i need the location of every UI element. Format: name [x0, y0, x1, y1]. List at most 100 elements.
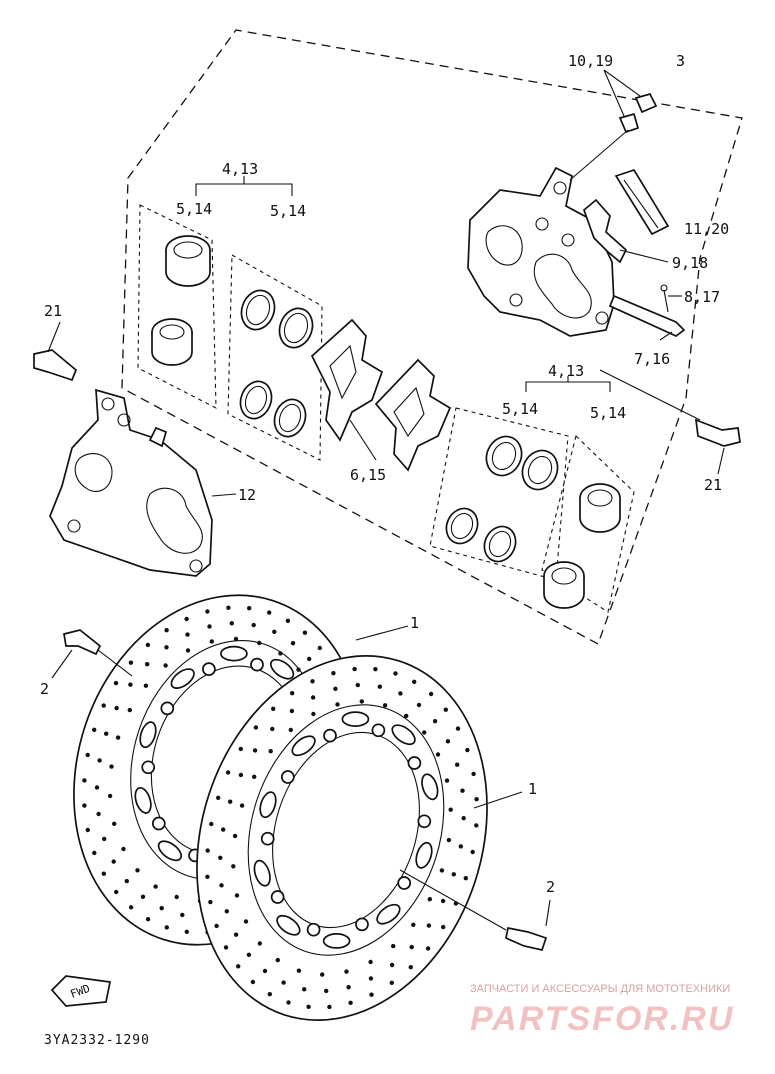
- seal-kit-lower: [429, 376, 635, 613]
- disc-drill-hole: [268, 749, 273, 754]
- disc-drill-hole: [352, 666, 357, 672]
- disc-drill-hole: [425, 946, 431, 951]
- disc-drill-hole: [229, 621, 234, 626]
- label-2-left: 2: [40, 680, 49, 698]
- disc-drill-hole: [127, 707, 132, 713]
- disc-bolt-right: [399, 869, 551, 951]
- disc-drill-hole: [238, 746, 243, 752]
- disc-drill-hole: [327, 1004, 332, 1010]
- disc-drill-hole: [94, 785, 100, 790]
- disc-drill-hole: [278, 651, 283, 656]
- disc-rivet: [141, 760, 156, 775]
- label-11-20: 11,20: [684, 220, 729, 238]
- disc-rivet: [371, 723, 386, 738]
- disc-drill-hole: [412, 679, 417, 684]
- disc-rivet: [306, 922, 321, 937]
- disc-drill-hole: [460, 788, 465, 793]
- label-2-right: 2: [546, 878, 555, 896]
- disc-drill-hole: [163, 663, 168, 668]
- disc-rivet: [417, 814, 432, 829]
- disc-drill-hole: [306, 1004, 311, 1009]
- disc-drill-hole: [205, 848, 210, 853]
- disc-float-slot: [415, 841, 433, 869]
- disc-drill-hole: [92, 727, 97, 732]
- disc-drill-hole: [236, 964, 241, 969]
- disc-drill-hole: [461, 816, 466, 821]
- piston: [151, 318, 193, 366]
- disc-drill-hole: [444, 778, 450, 783]
- disc-drill-hole: [96, 811, 101, 817]
- disc-drill-hole: [251, 622, 256, 628]
- disc-float-slot: [376, 903, 401, 925]
- disc-drill-hole: [113, 680, 119, 686]
- disc-drill-hole: [465, 747, 470, 753]
- watermark: ЗАПЧАСТИ И АКСЕССУАРЫ ДЛЯ МОТОТЕХНИКИ PA…: [470, 983, 732, 1038]
- disc-drill-hole: [281, 980, 286, 985]
- disc-drill-hole: [143, 683, 149, 688]
- part-code: 3YA2332-1290: [44, 1033, 150, 1048]
- disc-drill-hole: [85, 827, 91, 833]
- disc-drill-hole: [92, 850, 97, 856]
- disc-drill-hole: [411, 922, 416, 927]
- disc-drill-hole: [185, 648, 191, 653]
- disc-drill-hole: [289, 708, 295, 714]
- pad-retaining-clip: [582, 198, 628, 264]
- disc-drill-hole: [311, 711, 316, 717]
- disc-drill-hole: [114, 705, 119, 711]
- disc-drill-hole: [288, 727, 293, 733]
- disc-bolt-left: [51, 629, 133, 679]
- disc-rivet: [270, 890, 285, 904]
- disc-drill-hole: [408, 965, 413, 970]
- disc-drill-hole: [391, 943, 396, 949]
- brake-disc-front: [196, 655, 523, 1021]
- disc-drill-hole: [382, 703, 388, 708]
- disc-drill-hole: [331, 671, 336, 676]
- disc-drill-hole: [145, 642, 151, 648]
- disc-drill-hole: [140, 894, 146, 899]
- disc-drill-hole: [302, 630, 308, 635]
- disc-drill-hole: [271, 706, 276, 711]
- piston-seal: [278, 307, 314, 349]
- disc-drill-hole: [348, 1000, 353, 1005]
- disc-drill-hole: [310, 679, 315, 684]
- disc-drill-hole: [257, 640, 262, 646]
- dust-seal: [273, 398, 307, 438]
- disc-drill-hole: [443, 707, 448, 712]
- disc-float-slot: [391, 724, 416, 746]
- disc-drill-hole: [416, 702, 422, 708]
- disc-drill-hole: [82, 778, 87, 783]
- piston-seal: [240, 289, 276, 331]
- disc-drill-hole: [432, 719, 438, 724]
- brake-pads: [310, 318, 452, 472]
- disc-drill-hole: [335, 702, 340, 707]
- disc-drill-hole: [369, 992, 374, 997]
- disc-float-slot: [220, 645, 248, 662]
- disc-drill-hole: [153, 884, 158, 889]
- disc-drill-hole: [135, 868, 140, 873]
- disc-drill-hole: [302, 987, 307, 992]
- disc-drill-hole: [232, 833, 238, 839]
- disc-drill-hole: [445, 739, 451, 744]
- disc-drill-hole: [290, 691, 295, 696]
- disc-rivet: [260, 831, 275, 846]
- label-21-right: 21: [704, 476, 722, 494]
- label-1-top: 1: [410, 614, 419, 632]
- disc-float-slot: [291, 735, 316, 757]
- disc-drill-hole: [233, 932, 239, 937]
- disc-rivet: [202, 662, 216, 676]
- label-4-13-top: 4,13: [222, 160, 258, 178]
- disc-rivet: [407, 756, 422, 770]
- disc-drill-hole: [174, 894, 179, 900]
- disc-drill-hole: [441, 924, 446, 930]
- disc-drill-hole: [440, 898, 446, 904]
- disc-drill-hole: [446, 837, 452, 843]
- disc-drill-hole: [470, 849, 475, 855]
- disc-drill-hole: [324, 988, 329, 994]
- disc-drill-hole: [285, 618, 291, 623]
- label-4-13-right: 4,13: [548, 362, 584, 380]
- disc-drill-hole: [208, 899, 213, 905]
- disc-drill-hole: [252, 774, 257, 779]
- disc-drill-hole: [124, 878, 129, 884]
- disc-drill-hole: [272, 629, 277, 634]
- disc-rivet: [397, 876, 412, 890]
